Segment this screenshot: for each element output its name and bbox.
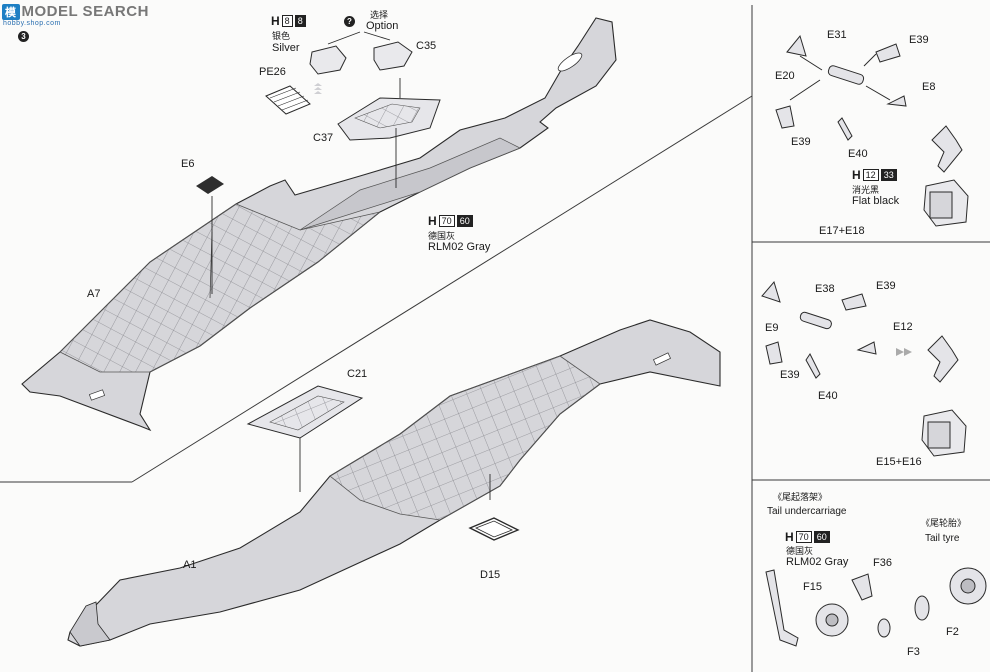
part-label-f36: F36 xyxy=(873,557,892,569)
part-label-e20: E20 xyxy=(775,70,795,82)
panel-dividers xyxy=(0,5,990,672)
part-label-pe26: PE26 xyxy=(259,66,286,78)
tail-rlm02-cn: 德国灰 xyxy=(786,546,814,556)
paint-num-2: 60 xyxy=(456,215,473,227)
cockpit-parts-lower xyxy=(246,385,520,541)
gear-assembly-lower xyxy=(761,280,967,457)
part-label-c37: C37 xyxy=(313,132,334,144)
part-label-f3: F3 xyxy=(907,646,920,658)
watermark-domain: hobby.shop.com xyxy=(3,20,61,27)
tail-gear-assembly xyxy=(765,567,987,647)
flat-black-paint-code: H 12 33 xyxy=(852,168,897,182)
paint-brand-h: H xyxy=(271,14,280,28)
part-label-e17-e18: E17+E18 xyxy=(819,225,865,237)
gear-assembly-upper xyxy=(775,34,969,227)
paint-num-1: 12 xyxy=(862,169,879,181)
part-label-e39: E39 xyxy=(909,34,929,46)
paint-num-1: 70 xyxy=(438,215,455,227)
paint-brand-h: H xyxy=(428,214,437,228)
part-label-e39-b: E39 xyxy=(791,136,811,148)
flat-black-cn: 消光黑 xyxy=(852,185,880,195)
part-label-a7: A7 xyxy=(87,288,101,300)
cockpit-parts-upper xyxy=(196,31,441,294)
part-label-f2: F2 xyxy=(946,626,959,638)
flat-black-en: Flat black xyxy=(852,195,900,207)
rlm02-paint-code: H 70 60 xyxy=(428,214,473,228)
paint-num-2: 33 xyxy=(880,169,897,181)
paint-num-2: 8 xyxy=(294,15,306,27)
tail-rlm02-en: RLM02 Gray xyxy=(786,556,849,568)
option-cn: 选择 xyxy=(370,10,389,20)
part-label-d15: D15 xyxy=(480,569,501,581)
paint-brand-h: H xyxy=(852,168,861,182)
part-label-c35: C35 xyxy=(416,40,437,52)
silver-en: Silver xyxy=(272,42,300,54)
silver-cn: 银色 xyxy=(272,31,291,41)
fuselage-half-a7 xyxy=(21,17,617,432)
option-icon: ? xyxy=(344,16,355,27)
part-label-e6: E6 xyxy=(181,158,195,170)
silver-paint-code: H 8 8 xyxy=(271,14,306,28)
fuselage-half-a1 xyxy=(67,319,721,647)
part-label-e39-d: E39 xyxy=(780,369,800,381)
part-label-e39-c: E39 xyxy=(876,280,896,292)
part-label-e31: E31 xyxy=(827,29,847,41)
tail-tyre-cn: 《尾轮胎》 xyxy=(921,518,967,528)
paint-num-1: 8 xyxy=(281,15,293,27)
part-label-e38: E38 xyxy=(815,283,835,295)
paint-brand-h: H xyxy=(785,530,794,544)
part-label-e8: E8 xyxy=(922,81,936,93)
part-label-e15-e16: E15+E16 xyxy=(876,456,922,468)
step-number: 3 xyxy=(18,31,29,42)
part-label-e12: E12 xyxy=(893,321,913,333)
part-label-f15: F15 xyxy=(803,581,822,593)
tail-tyre-en: Tail tyre xyxy=(925,533,960,544)
paint-num-2: 60 xyxy=(813,531,830,543)
rlm02-en: RLM02 Gray xyxy=(428,241,491,253)
watermark-badge: 模 xyxy=(2,4,20,20)
part-label-e9: E9 xyxy=(765,322,779,334)
part-label-c21: C21 xyxy=(347,368,368,380)
part-label-a1: A1 xyxy=(183,559,197,571)
part-label-e40-b: E40 xyxy=(818,390,838,402)
tail-rlm02-paint-code: H 70 60 xyxy=(785,530,830,544)
paint-num-1: 70 xyxy=(795,531,812,543)
tail-undercarriage-cn: 《尾起落架》 xyxy=(773,492,828,502)
rlm02-cn: 德国灰 xyxy=(428,231,456,241)
watermark-text: MODEL SEARCH xyxy=(21,3,149,20)
part-label-e40: E40 xyxy=(848,148,868,160)
option-en: Option xyxy=(366,20,399,32)
tail-undercarriage-en: Tail undercarriage xyxy=(767,506,847,517)
